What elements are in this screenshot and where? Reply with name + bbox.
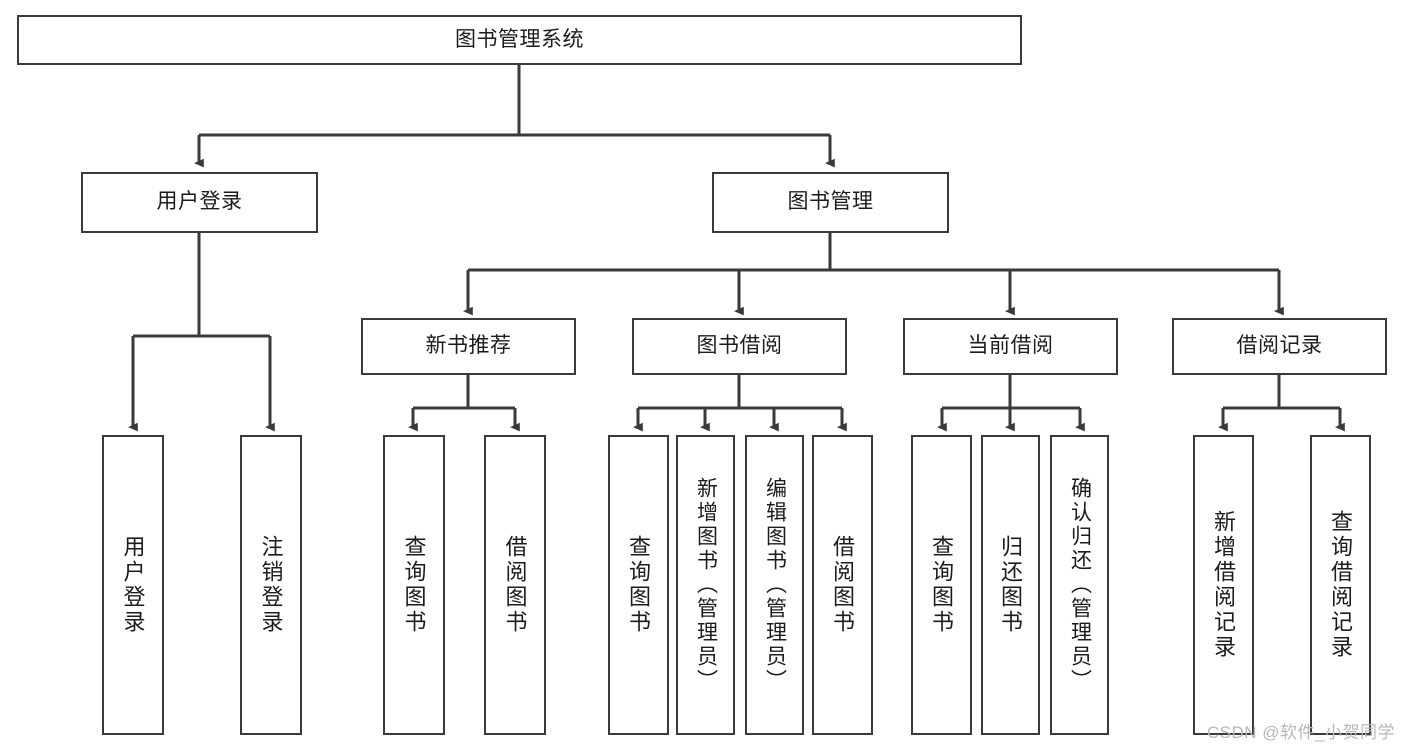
node-root-label: 图书管理系统 <box>455 27 584 51</box>
node-leaf-query-book-2[interactable]: 查询图书 <box>608 435 669 735</box>
node-leaf-logout[interactable]: 注销登录 <box>240 435 302 735</box>
node-leaf-logout-label: 注销登录 <box>258 535 284 635</box>
node-leaf-add-book[interactable]: 新增图书（管理员） <box>676 435 735 735</box>
node-leaf-user-login[interactable]: 用户登录 <box>102 435 164 735</box>
node-borrow-record[interactable]: 借阅记录 <box>1172 318 1387 375</box>
node-leaf-query-book-3[interactable]: 查询图书 <box>911 435 972 735</box>
node-borrow-record-label: 借阅记录 <box>1236 334 1323 358</box>
node-leaf-borrow-book-1[interactable]: 借阅图书 <box>484 435 546 735</box>
node-new-book-rec-label: 新书推荐 <box>425 334 512 358</box>
node-current-borrow-label: 当前借阅 <box>967 334 1054 358</box>
watermark-text: CSDN @软件_小贺同学 <box>1206 723 1395 742</box>
node-book-manage-label: 图书管理 <box>787 190 874 214</box>
node-new-book-rec[interactable]: 新书推荐 <box>361 318 576 375</box>
node-book-manage[interactable]: 图书管理 <box>712 172 949 233</box>
node-book-borrow-label: 图书借阅 <box>696 334 783 358</box>
node-leaf-edit-book-label: 编辑图书（管理员） <box>763 477 787 693</box>
node-leaf-query-book-2-label: 查询图书 <box>626 535 652 635</box>
node-book-borrow[interactable]: 图书借阅 <box>632 318 847 375</box>
node-user-login-label: 用户登录 <box>156 190 243 214</box>
node-leaf-edit-book[interactable]: 编辑图书（管理员） <box>745 435 804 735</box>
node-current-borrow[interactable]: 当前借阅 <box>903 318 1118 375</box>
node-leaf-query-book-3-label: 查询图书 <box>929 535 955 635</box>
node-leaf-query-book-1-label: 查询图书 <box>401 535 427 635</box>
node-leaf-user-login-label: 用户登录 <box>120 535 146 635</box>
node-leaf-return-book[interactable]: 归还图书 <box>981 435 1040 735</box>
node-leaf-borrow-book-2[interactable]: 借阅图书 <box>812 435 873 735</box>
node-leaf-query-book-1[interactable]: 查询图书 <box>383 435 445 735</box>
node-leaf-confirm-return[interactable]: 确认归还（管理员） <box>1050 435 1109 735</box>
node-leaf-return-book-label: 归还图书 <box>998 535 1024 635</box>
node-leaf-add-record[interactable]: 新增借阅记录 <box>1193 435 1254 735</box>
node-leaf-confirm-return-label: 确认归还（管理员） <box>1068 477 1092 693</box>
node-leaf-add-book-label: 新增图书（管理员） <box>694 477 718 693</box>
node-leaf-borrow-book-1-label: 借阅图书 <box>502 535 528 635</box>
node-leaf-query-record-label: 查询借阅记录 <box>1328 510 1354 660</box>
node-root[interactable]: 图书管理系统 <box>17 15 1022 65</box>
node-leaf-borrow-book-2-label: 借阅图书 <box>830 535 856 635</box>
node-leaf-add-record-label: 新增借阅记录 <box>1211 510 1237 660</box>
node-leaf-query-record[interactable]: 查询借阅记录 <box>1310 435 1371 735</box>
node-user-login[interactable]: 用户登录 <box>81 172 318 233</box>
